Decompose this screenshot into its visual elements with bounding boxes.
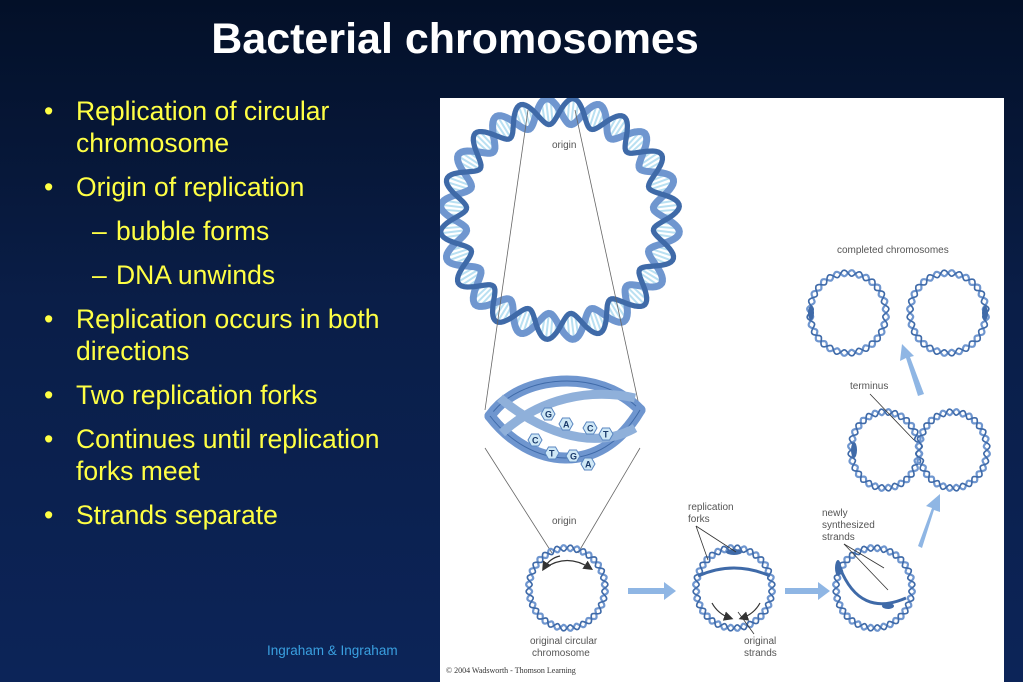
- base-letter: C: [532, 436, 539, 446]
- nearly-complete-chromosome: [832, 544, 916, 632]
- replicating-chromosome: [692, 544, 776, 632]
- fork-direction-arrow: [711, 602, 734, 621]
- bullet-item: • Replication occurs in both directions: [44, 303, 439, 367]
- bullet-item: • Strands separate: [44, 499, 439, 531]
- origin-label-bottom: origin: [552, 516, 576, 527]
- base-letter: G: [570, 452, 577, 462]
- newly-synthesized-label: strands: [822, 532, 855, 543]
- bullet-text: bubble forms: [116, 216, 270, 246]
- circular-chromosome-helix: [440, 98, 683, 343]
- newly-synthesized-label: newly: [822, 508, 848, 519]
- replication-direction-arrow: [542, 555, 561, 572]
- dash-marker: –: [92, 216, 107, 246]
- bullet-item: • Replication of circular chromosome: [44, 95, 439, 159]
- bullet-item: • Origin of replication: [44, 171, 439, 203]
- leader-line: [843, 543, 885, 569]
- bullet-text: Strands separate: [76, 500, 278, 530]
- bullet-marker: •: [44, 172, 54, 202]
- original-chromosome-circle: [525, 544, 609, 632]
- process-arrow: [628, 582, 676, 600]
- original-strands-label: original: [744, 636, 776, 647]
- base-hexagon: [580, 457, 596, 471]
- newly-synthesized-label: synthesized: [822, 520, 875, 531]
- slide-title: Bacterial chromosomes: [211, 15, 699, 63]
- bullet-text: Origin of replication: [76, 172, 305, 202]
- replication-forks-label: forks: [688, 514, 710, 525]
- bullet-text: Replication of circular chromosome: [76, 96, 330, 158]
- base-hexagon: [527, 433, 543, 447]
- base-hexagon: [544, 446, 560, 460]
- bullet-marker: •: [44, 96, 54, 126]
- bullet-list: • Replication of circular chromosome • Ori…: [44, 95, 439, 543]
- origin-label-top: origin: [552, 140, 576, 151]
- original-circular-label: chromosome: [532, 648, 590, 659]
- fork-direction-arrow: [738, 602, 761, 621]
- bullet-text: Replication occurs in both directions: [76, 304, 380, 366]
- zoom-lines: [484, 109, 641, 554]
- base-letter: A: [563, 420, 570, 430]
- separating-chromosomes: [847, 408, 991, 492]
- process-arrow: [900, 344, 924, 396]
- base-letter: A: [585, 460, 592, 470]
- base-letter: C: [587, 424, 594, 434]
- bullet-marker: •: [44, 380, 54, 410]
- leader-line: [737, 611, 755, 635]
- copyright-text: © 2004 Wadsworth - Thomson Learning: [446, 666, 576, 675]
- base-letter: T: [549, 449, 555, 459]
- completed-chromosomes-label: completed chromosomes: [837, 245, 949, 256]
- replication-direction-arrow: [544, 559, 594, 570]
- bullet-item: • Two replication forks: [44, 379, 439, 411]
- base-letter: T: [603, 430, 609, 440]
- leader-line: [869, 393, 915, 441]
- bullet-marker: •: [44, 424, 54, 454]
- replication-forks-label: replication: [688, 502, 734, 513]
- leader-line: [695, 525, 737, 553]
- sub-bullet-item: –bubble forms: [44, 215, 439, 247]
- leader-line: [843, 543, 889, 591]
- base-hexagon: [598, 427, 614, 441]
- completed-chromosomes: [806, 269, 990, 357]
- image-credit: Ingraham & Ingraham: [267, 643, 398, 658]
- original-strands-label: strands: [744, 648, 777, 659]
- base-hexagon: [582, 421, 598, 435]
- leader-line: [695, 525, 709, 561]
- terminus-label: terminus: [850, 381, 888, 392]
- bullet-text: Two replication forks: [76, 380, 318, 410]
- original-circular-label: original circular: [530, 636, 598, 647]
- process-arrow: [918, 494, 940, 548]
- bullet-item: • Continues until replication forks meet: [44, 423, 439, 487]
- dash-marker: –: [92, 260, 107, 290]
- base-letter: G: [545, 410, 552, 420]
- sub-bullet-item: –DNA unwinds: [44, 259, 439, 291]
- bullet-text: Continues until replication forks meet: [76, 424, 380, 486]
- process-arrow: [785, 582, 830, 600]
- bullet-marker: •: [44, 304, 54, 334]
- base-hexagon: [540, 407, 556, 421]
- bullet-text: DNA unwinds: [116, 260, 276, 290]
- base-hexagon: [565, 449, 581, 463]
- base-hexagon: [558, 417, 574, 431]
- bullet-marker: •: [44, 500, 54, 530]
